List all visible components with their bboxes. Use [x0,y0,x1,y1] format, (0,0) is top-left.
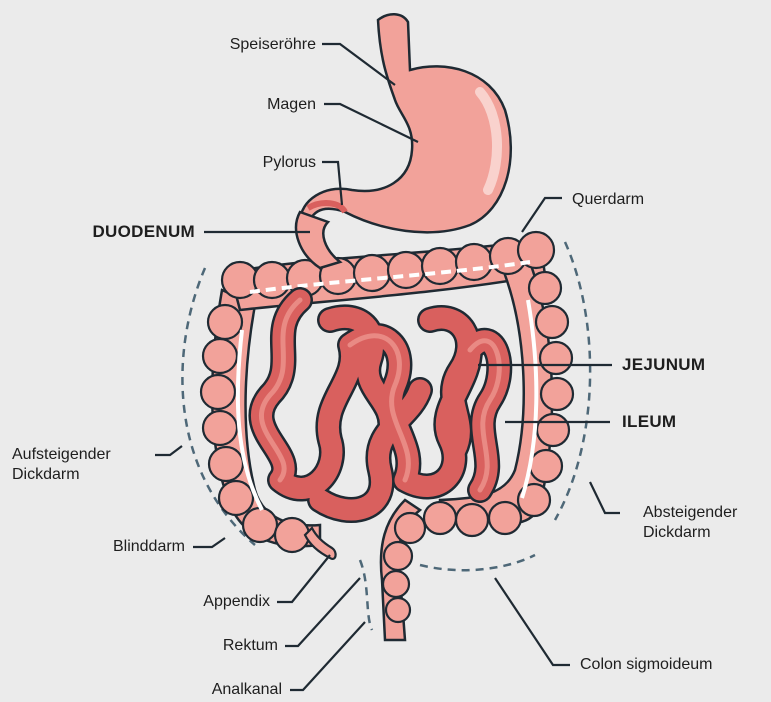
small-intestine [261,300,499,510]
label-aufsteigender-line2: Dickdarm [12,465,111,485]
label-colon-sigmoideum: Colon sigmoideum [580,655,713,675]
label-rektum: Rektum [160,636,278,656]
label-appendix: Appendix [150,592,270,612]
label-aufsteigender-line1: Aufsteigender [12,445,111,465]
label-blinddarm: Blinddarm [60,537,185,557]
label-magen: Magen [196,95,316,115]
label-absteigender-line2: Dickdarm [643,523,737,543]
label-aufsteigender-dickdarm: Aufsteigender Dickdarm [12,445,111,485]
label-pylorus: Pylorus [196,153,316,173]
label-absteigender-dickdarm: Absteigender Dickdarm [643,503,737,543]
label-absteigender-line1: Absteigender [643,503,737,523]
label-speiseroehre: Speiseröhre [196,35,316,55]
label-jejunum: JEJUNUM [622,355,705,375]
label-querdarm: Querdarm [572,190,644,210]
label-analkanal: Analkanal [160,680,282,700]
stomach [296,14,511,268]
label-duodenum: DUODENUM [40,222,195,242]
label-ileum: ILEUM [622,412,676,432]
